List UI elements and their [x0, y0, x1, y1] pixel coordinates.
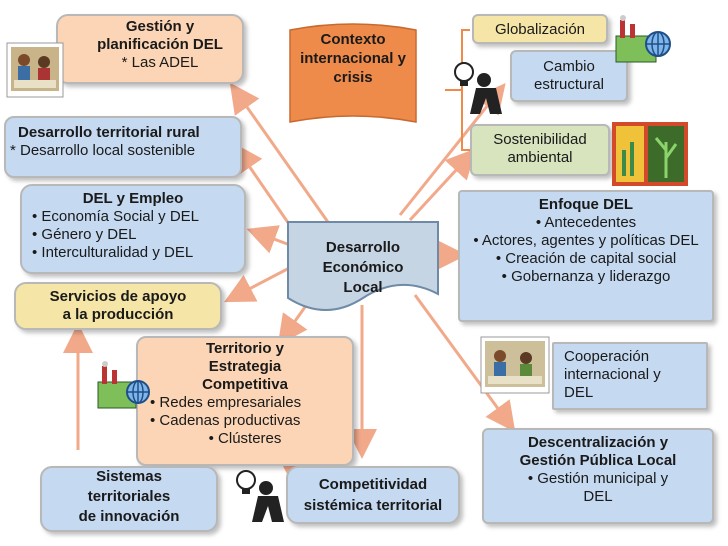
empleo-item-2: Género y DEL [32, 226, 244, 244]
enfoque-item-1: Antecedentes [460, 214, 712, 232]
territorio-title-3: Competitiva [202, 376, 288, 393]
globalizacion-label: Globalización [494, 21, 586, 38]
nature-panel-icon [612, 122, 688, 186]
node-empleo: DEL y Empleo Economía Social y DEL Géner… [20, 184, 246, 274]
sistemas-line-1: Sistemas [96, 468, 162, 485]
empleo-title: DEL y Empleo [82, 190, 184, 207]
node-competitividad: Competitividad sistémica territorial [286, 466, 460, 524]
factory-globe-icon [97, 361, 150, 409]
territorio-item-1: Redes empresariales [150, 394, 352, 412]
contexto-line-3: crisis [333, 69, 373, 86]
lightbulb-thinker-icon [454, 62, 502, 114]
sistemas-line-2: territoriales [87, 488, 171, 505]
competitividad-line-2: sistémica territorial [303, 497, 443, 514]
descentralizacion-item-1: Gestión municipal y DEL [484, 470, 712, 506]
cambio-line-1: Cambio [543, 58, 595, 75]
gestion-line-1: Gestión y [125, 18, 195, 35]
people-meeting-photo-icon [480, 336, 550, 394]
gestion-line-3: * Las ADEL [121, 54, 199, 71]
arrow-to-servicios [224, 263, 296, 303]
sostenibilidad-line-2: ambiental [507, 149, 573, 166]
competitividad-line-1: Competitividad [318, 476, 428, 493]
sistemas-line-3: de innovación [78, 508, 180, 525]
contexto-line-1: Contexto [320, 31, 386, 48]
contexto-banner [289, 23, 417, 123]
enfoque-item-2: Actores, agentes y políticas DEL [460, 232, 712, 250]
rural-sub: * Desarrollo local sostenible [10, 142, 196, 159]
territorio-item-2: Cadenas productivas [150, 412, 352, 430]
empleo-item-1: Economía Social y DEL [32, 208, 244, 226]
cooperacion-line-1: Cooperación [564, 348, 650, 365]
enfoque-item-4: Gobernanza y liderazgo [460, 268, 712, 286]
central-line-1: Desarrollo [325, 239, 401, 256]
arrow-to-descentralizacion [413, 294, 516, 433]
arrow-to-empleo [246, 225, 291, 254]
descentralizacion-title-1: Descentralización y [527, 434, 669, 451]
node-rural: Desarrollo territorial rural * Desarroll… [4, 116, 242, 178]
contexto-line-2: internacional y [300, 50, 406, 67]
node-servicios: Servicios de apoyo a la producción [14, 282, 222, 330]
arrow-to-cambio [398, 82, 506, 216]
cooperacion-line-3: DEL [564, 384, 594, 401]
territorio-item-3: Clústeres [138, 430, 352, 448]
gestion-line-2: planificación DEL [97, 36, 223, 53]
node-descentralizacion: Descentralización y Gestión Pública Loca… [482, 428, 714, 524]
servicios-line-1: Servicios de apoyo [49, 288, 187, 305]
servicios-line-2: a la producción [62, 306, 174, 323]
enfoque-item-3: Creación de capital social [460, 250, 712, 268]
node-sistemas: Sistemas territoriales de innovación [40, 466, 218, 532]
node-cooperacion: Cooperación internacional y DEL [552, 342, 708, 410]
node-contexto: Contexto internacional y crisis [288, 30, 418, 87]
lightbulb-thinker-icon [236, 470, 284, 522]
central-line-3: Local [343, 279, 383, 296]
empleo-item-3: Interculturalidad y DEL [32, 244, 244, 262]
central-shape [287, 221, 439, 311]
node-gestion: Gestión y planificación DEL * Las ADEL [56, 14, 244, 84]
descentralizacion-title-2: Gestión Pública Local [519, 452, 677, 469]
node-globalizacion: Globalización [472, 14, 608, 44]
people-meeting-photo-icon [6, 42, 64, 98]
node-territorio: Territorio y Estrategia Competitiva Rede… [136, 336, 354, 466]
sostenibilidad-line-1: Sostenibilidad [493, 131, 587, 148]
factory-globe-icon [615, 15, 671, 63]
territorio-title-2: Estrategia [208, 358, 282, 375]
node-cambio: Cambio estructural [510, 50, 628, 102]
cooperacion-line-2: internacional y [564, 366, 661, 383]
node-central: Desarrollo Económico Local [290, 238, 436, 298]
node-sostenibilidad: Sostenibilidad ambiental [470, 124, 610, 176]
enfoque-title: Enfoque DEL [538, 196, 634, 213]
cambio-line-2: estructural [533, 76, 605, 93]
territorio-title-1: Territorio y [205, 340, 285, 357]
node-enfoque: Enfoque DEL Antecedentes Actores, agente… [458, 190, 714, 322]
rural-title: Desarrollo territorial rural [18, 124, 200, 141]
arrow-to-gestion [229, 82, 332, 226]
central-line-2: Económico [322, 259, 404, 276]
arrow-to-sostenibilidad [408, 148, 477, 222]
